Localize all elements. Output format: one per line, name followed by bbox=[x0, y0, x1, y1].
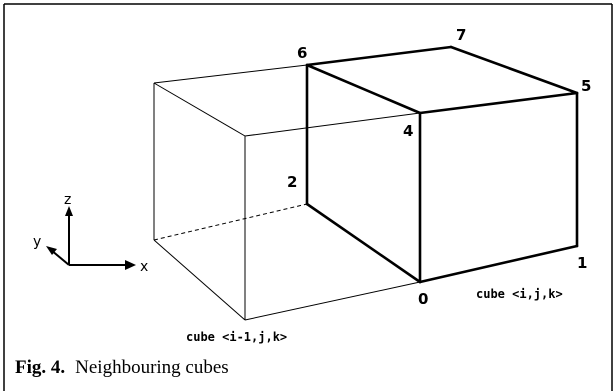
axis-label-z: z bbox=[64, 192, 71, 208]
vertex-label-6: 6 bbox=[297, 44, 307, 62]
left-cube-bottom-left bbox=[153, 239, 246, 321]
axis-label-x: x bbox=[140, 259, 148, 275]
axis-label-y: y bbox=[33, 234, 41, 250]
left-cube-top-back bbox=[153, 64, 308, 84]
caption-text: Neighbouring cubes bbox=[75, 357, 229, 378]
right-cube-edge-6-7 bbox=[305, 45, 453, 67]
right-cube-edge-0-1 bbox=[418, 244, 579, 284]
vertex-label-2: 2 bbox=[287, 173, 297, 191]
cube-label-left: cube <i-1,j,k> bbox=[186, 330, 287, 344]
vertex-label-7: 7 bbox=[456, 26, 466, 44]
left-cube-top-front bbox=[244, 112, 421, 137]
vertex-label-1: 1 bbox=[577, 254, 587, 272]
vertex-label-0: 0 bbox=[418, 290, 428, 308]
right-cube bbox=[305, 45, 579, 284]
vertex-label-4: 4 bbox=[403, 122, 413, 140]
cube-label-right: cube <i,j,k> bbox=[476, 287, 563, 301]
vertex-label-5: 5 bbox=[581, 77, 591, 95]
z-axis-arrowhead bbox=[65, 206, 73, 216]
axes-indicator bbox=[46, 206, 136, 270]
right-cube-edge-4-5 bbox=[418, 91, 579, 115]
right-cube-edge-6-4 bbox=[305, 63, 422, 115]
left-cube-bottom-front bbox=[244, 281, 421, 321]
left-cube-top-left bbox=[153, 82, 246, 137]
figure-caption: Fig. 4. Neighbouring cubes bbox=[15, 357, 229, 378]
left-cube-hidden-bottom-back bbox=[153, 203, 308, 241]
left-cube bbox=[153, 64, 421, 321]
x-axis-arrowhead bbox=[125, 260, 136, 270]
y-axis-arrowhead bbox=[46, 246, 57, 255]
caption-fig-number: Fig. 4. bbox=[15, 357, 65, 378]
right-cube-edge-7-5 bbox=[449, 45, 579, 95]
right-cube-edge-2-0 bbox=[305, 202, 422, 284]
